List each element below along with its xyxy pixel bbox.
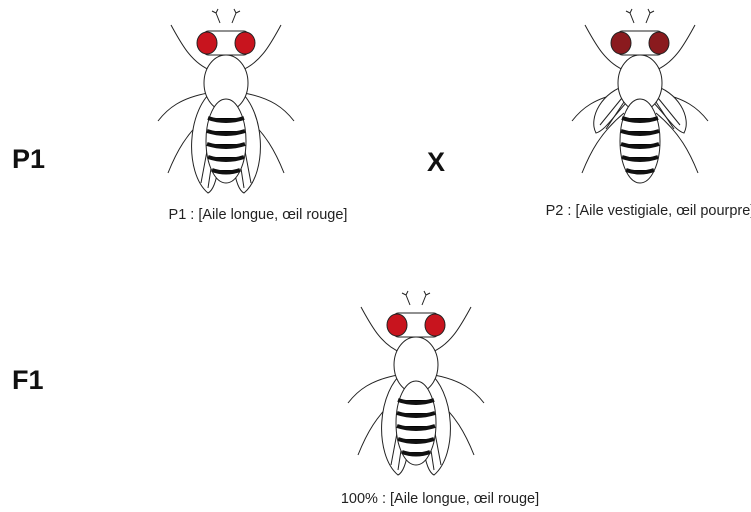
caption-p2: P2 : [Aile vestigiale, œil pourpre] [545,200,751,222]
caption-p1: P1 : [Aile longue, œil rouge] [128,204,388,226]
caption-f1: 100% : [Aile longue, œil rouge] [270,488,610,510]
fly-f1-long-wing-red-eye [336,290,496,480]
fly-p2-vestigial-wing-purple-eye [560,8,720,188]
cross-symbol: X [427,147,445,178]
filial-generation-label: F1 [12,365,44,396]
fly-p1-long-wing-red-eye [146,8,306,198]
parental-generation-label: P1 [12,144,45,175]
